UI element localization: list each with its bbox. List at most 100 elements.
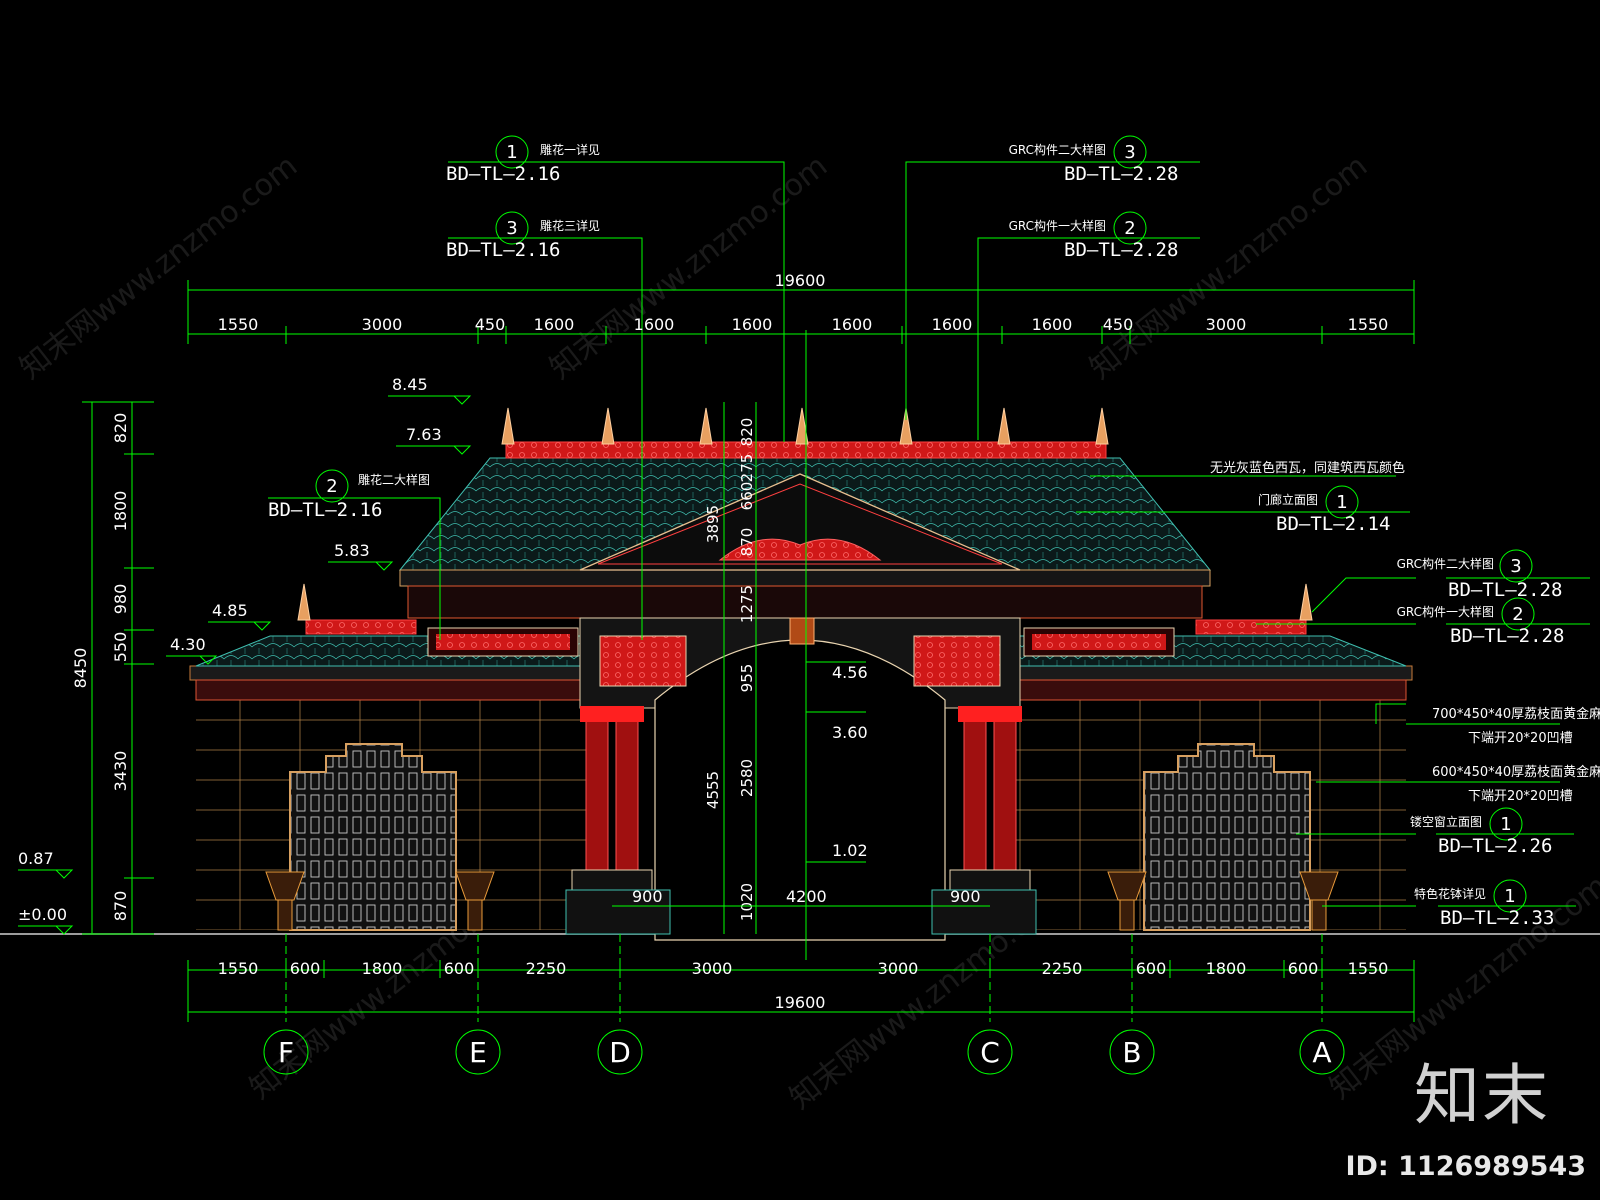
callout-num: 2 [326, 476, 337, 497]
dim-text: 1275 [738, 585, 756, 623]
flower-urns [265, 871, 1339, 931]
callout-num: 1 [506, 142, 517, 163]
dim-text: 4555 [704, 771, 722, 809]
callout-ref: BD—TL—2.16 [446, 239, 560, 261]
dim-text: 660 [738, 482, 756, 511]
level-text: 0.87 [18, 849, 54, 868]
dim-text: 870 [111, 891, 130, 922]
note-stone: 下端开20*20凹槽 [1468, 789, 1573, 804]
dim-text: 450 [475, 315, 506, 334]
note-stone: 下端开20*20凹槽 [1468, 731, 1573, 746]
dim-text: 955 [738, 664, 756, 693]
axis-label: C [980, 1036, 1000, 1069]
dim-text: 3000 [362, 315, 403, 334]
dim-text: 980 [111, 584, 130, 615]
callout: 1 雕花一详见 BD—TL—2.16 [446, 135, 600, 185]
watermark-text: 知末网www.znzmo.com [543, 148, 834, 386]
image-id: ID: 1126989543 [1345, 1151, 1586, 1182]
dim-text: 1800 [111, 491, 130, 532]
dim-text: 550 [111, 632, 130, 663]
callout-ref: BD—TL—2.28 [1064, 163, 1178, 185]
axis-bubbles [263, 1029, 1345, 1075]
note-roof: 无光灰蓝色西瓦，同建筑西瓦颜色 [1210, 460, 1405, 476]
callout-num: 3 [1510, 556, 1521, 577]
callout-desc: 镂空窗立面图 [1410, 814, 1482, 829]
callout: 1 镂空窗立面图 BD—TL—2.26 [1410, 807, 1574, 857]
dim-text: 1550 [218, 315, 259, 334]
callout-desc: GRC构件二大样图 [1397, 556, 1494, 571]
dim-text: 600 [290, 959, 321, 978]
level-text: ±0.00 [18, 905, 67, 924]
watermark-text: 知末网www.znzmo.com [13, 148, 304, 386]
dim-text: 1550 [1348, 959, 1389, 978]
dim-text: 820 [111, 413, 130, 444]
dim-text: 1800 [362, 959, 403, 978]
bottom-dimension-texts: 1550 600 1800 600 2250 3000 3000 2250 60… [218, 959, 1389, 1012]
dimension-lines [18, 161, 1416, 1022]
callout-num: 1 [1336, 492, 1347, 513]
level-text: 1.02 [832, 841, 868, 860]
dim-text: 820 [738, 418, 756, 447]
dim-text: 1600 [932, 315, 973, 334]
callout-num: 2 [1512, 604, 1523, 625]
dim-text: 1600 [534, 315, 575, 334]
note-stone: 700*450*40厚荔枝面黄金麻 [1432, 706, 1600, 722]
callout-ref: BD—TL—2.33 [1440, 907, 1554, 929]
axis-label: A [1312, 1036, 1331, 1069]
callout-ref: BD—TL—2.28 [1448, 579, 1562, 601]
callout-ref: BD—TL—2.28 [1450, 625, 1564, 647]
dim-text: 3895 [704, 505, 722, 543]
dim-text: 19600 [775, 993, 826, 1012]
axis-label: E [469, 1036, 487, 1069]
callout-num: 1 [1500, 814, 1511, 835]
left-lattice-window [289, 743, 457, 931]
dim-text: 3000 [878, 959, 919, 978]
callout-desc: 特色花钵详见 [1414, 886, 1486, 901]
callout-num: 1 [1504, 886, 1515, 907]
dim-text: 3000 [692, 959, 733, 978]
callout: 3 雕花三详见 BD—TL—2.16 [446, 211, 600, 261]
pediment [579, 473, 1021, 571]
pediment-carving [718, 538, 882, 561]
dim-text: 4200 [786, 887, 827, 906]
left-columns [565, 706, 671, 935]
callout-ref: BD—TL—2.14 [1276, 513, 1390, 535]
note-stone: 600*450*40厚荔枝面黄金麻 [1432, 764, 1600, 780]
callout-desc: 雕花一详见 [540, 142, 600, 157]
callout: 1 门廊立面图 BD—TL—2.14 [1258, 485, 1410, 535]
level-text: 4.30 [170, 635, 206, 654]
dim-text: 870 [738, 528, 756, 557]
callout-ref: BD—TL—2.16 [268, 499, 382, 521]
dim-text: 1600 [634, 315, 675, 334]
right-lattice-window [1143, 743, 1311, 931]
dim-text: 8450 [71, 648, 90, 689]
axis-label: B [1122, 1036, 1141, 1069]
axis-labels: F E D C B A [278, 1036, 1332, 1069]
level-text: 5.83 [334, 541, 370, 560]
dim-text: 1550 [1348, 315, 1389, 334]
callout-desc: GRC构件一大样图 [1397, 604, 1494, 619]
level-text: 8.45 [392, 375, 428, 394]
callout-ref: BD—TL—2.16 [446, 163, 560, 185]
callout: 2 GRC构件一大样图 BD—TL—2.28 [1397, 597, 1590, 647]
dim-text: 19600 [775, 271, 826, 290]
material-notes: 无光灰蓝色西瓦，同建筑西瓦颜色 700*450*40厚荔枝面黄金麻 下端开20*… [1210, 460, 1600, 804]
dim-text: 2580 [738, 759, 756, 797]
level-texts: 8.45 7.63 5.83 4.85 4.30 0.87 ±0.00 4.56… [18, 375, 868, 924]
center-dimension-texts: 820 275 660 870 3895 1275 955 2580 4555 … [704, 418, 756, 921]
level-text: 7.63 [406, 425, 442, 444]
callout-num: 3 [506, 218, 517, 239]
dim-text: 600 [444, 959, 475, 978]
right-columns [931, 706, 1037, 935]
dim-text: 1800 [1206, 959, 1247, 978]
callout: 2 雕花二大样图 BD—TL—2.16 [268, 469, 430, 521]
level-text: 4.56 [832, 663, 868, 682]
dim-text: 275 [738, 454, 756, 483]
top-dimension-texts: 19600 1550 3000 450 1600 1600 1600 1600 … [218, 271, 1389, 334]
dim-text: 3430 [111, 751, 130, 792]
dim-text: 450 [1103, 315, 1134, 334]
dim-text: 3000 [1206, 315, 1247, 334]
callout-desc: GRC构件二大样图 [1009, 142, 1106, 157]
dim-text: 2250 [1042, 959, 1083, 978]
